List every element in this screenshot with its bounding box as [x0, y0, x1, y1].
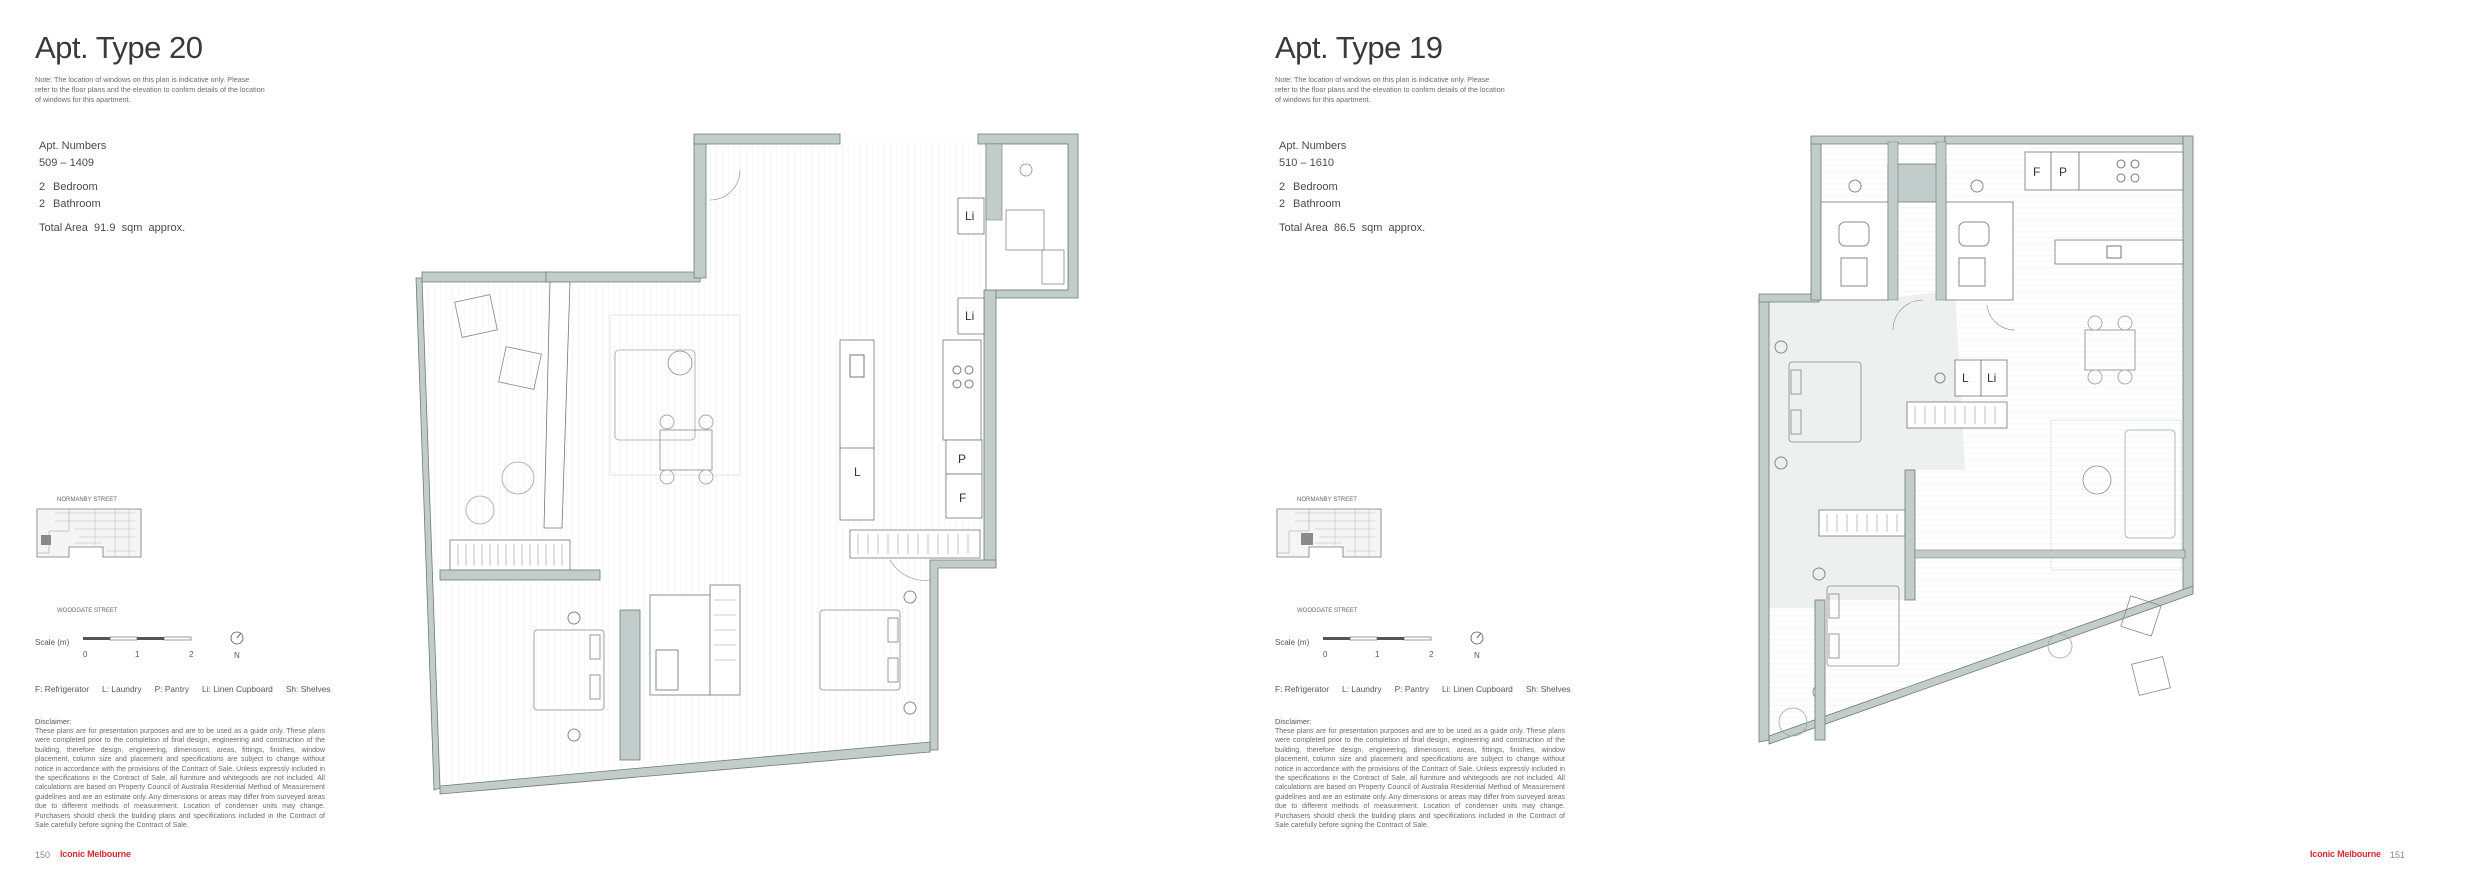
- key-plan-highlight: [1301, 533, 1313, 545]
- svg-text:N: N: [234, 651, 240, 660]
- svg-text:Li: Li: [1987, 371, 1996, 385]
- svg-text:P: P: [2059, 165, 2067, 179]
- street-top-label: NORMANBY STREET: [1297, 497, 1357, 503]
- bathroom-count: 2: [1279, 198, 1286, 210]
- bathroom-row: 2 Bathroom: [39, 198, 185, 215]
- north-arrow-icon: N: [230, 631, 244, 660]
- svg-text:2: 2: [189, 650, 193, 659]
- page-number: 150: [35, 850, 51, 860]
- page-number: 151: [2390, 850, 2406, 860]
- total-area: Total Area 86.5 sqm approx.: [1279, 222, 1426, 234]
- bedroom-row: 2 Bedroom: [1279, 181, 1425, 198]
- bathroom-label: Bathroom: [1293, 198, 1341, 210]
- page-apt-type-20: Apt. Type 20 Note: The location of windo…: [35, 30, 1079, 860]
- page-apt-type-19: Apt. Type 19 Note: The location of windo…: [1240, 0, 2480, 877]
- bedroom-count: 2: [1279, 181, 1286, 193]
- svg-text:1: 1: [135, 650, 140, 659]
- brand-logo: Iconic Melbourne: [60, 849, 131, 859]
- street-bottom-label: WOODGATE STREET: [1297, 608, 1358, 614]
- disclaimer-title: Disclaimer:: [1275, 717, 1312, 726]
- page-title: Apt. Type 20: [35, 30, 203, 65]
- window-note: Note: The location of windows on this pl…: [35, 75, 265, 104]
- street-bottom-label: WOODGATE STREET: [57, 608, 118, 614]
- key-plan-highlight: [41, 535, 51, 545]
- svg-text:N: N: [1474, 651, 1480, 660]
- total-area-value: 86.5: [1334, 222, 1356, 234]
- disclaimer-title: Disclaimer:: [35, 717, 72, 726]
- svg-text:P: P: [958, 452, 966, 466]
- svg-text:1: 1: [1375, 650, 1380, 659]
- total-area: Total Area 91.9 sqm approx.: [39, 222, 186, 234]
- street-top-label: NORMANBY STREET: [57, 497, 117, 503]
- bedroom-label: Bedroom: [1293, 181, 1338, 193]
- brand-logo: Iconic Melbourne: [2310, 849, 2381, 859]
- apt-numbers: 510 – 1610: [1279, 157, 1335, 169]
- apt-numbers-label: Apt. Numbers: [39, 140, 107, 152]
- svg-text:0: 0: [83, 650, 88, 659]
- bedroom-row: 2 Bedroom: [39, 181, 185, 198]
- scale-label: Scale (m): [1275, 638, 1310, 647]
- scale-label: Scale (m): [35, 638, 70, 647]
- window-note: Note: The location of windows on this pl…: [1275, 75, 1505, 104]
- disclaimer-text: These plans are for presentation purpose…: [35, 728, 325, 830]
- svg-text:0: 0: [1323, 650, 1328, 659]
- apt-numbers: 509 – 1409: [39, 157, 95, 169]
- svg-text:F: F: [959, 491, 966, 505]
- scale-bar: Scale (m) 0 1 2 N: [35, 630, 265, 670]
- svg-text:Li: Li: [965, 209, 974, 223]
- floor-plan-type-20: Li Li L P F: [415, 133, 1079, 795]
- bedroom-label: Bedroom: [53, 181, 98, 193]
- key-plan: NORMANBY STREET WOODGATE STREET: [1276, 497, 1382, 614]
- bathroom-row: 2 Bathroom: [1279, 198, 1425, 215]
- key-plan: NORMANBY STREET WOODGATE STREET: [36, 497, 142, 614]
- svg-text:Li: Li: [965, 309, 974, 323]
- apt-numbers-label: Apt. Numbers: [1279, 140, 1347, 152]
- total-area-value: 91.9: [94, 222, 116, 234]
- bathroom-label: Bathroom: [53, 198, 101, 210]
- floor-plan-type-19: F P L Li: [1758, 135, 2194, 745]
- scale-bar: Scale (m) 0 1 2 N: [1275, 630, 1505, 670]
- svg-text:F: F: [2033, 165, 2040, 179]
- svg-text:2: 2: [1429, 650, 1433, 659]
- page-title: Apt. Type 19: [1275, 30, 1443, 65]
- disclaimer-text: These plans are for presentation purpose…: [1275, 728, 1565, 830]
- bedroom-count: 2: [39, 181, 46, 193]
- north-arrow-icon: N: [1470, 631, 1484, 660]
- svg-text:L: L: [854, 465, 861, 479]
- svg-text:L: L: [1962, 371, 1969, 385]
- bathroom-count: 2: [39, 198, 46, 210]
